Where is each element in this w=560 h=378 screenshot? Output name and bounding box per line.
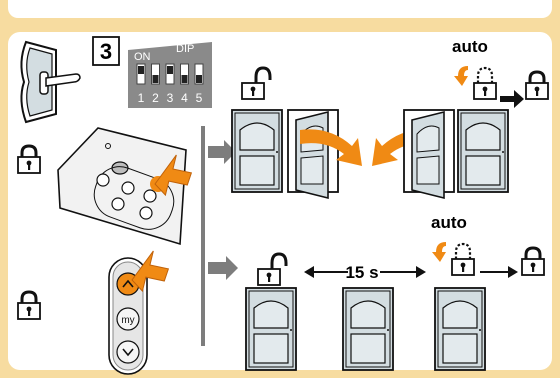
delay-label: 15 s [345,263,378,282]
divider [201,126,205,346]
dip-switch-knob [181,75,188,83]
down-button [116,340,140,364]
my-button [116,307,140,331]
door-icon [231,109,283,193]
rotate-arrow-icon [432,242,446,262]
door-icon [457,109,509,193]
arrow-icon [300,129,362,166]
previous-panel [8,0,552,18]
dip-switch-2 [151,63,160,85]
dip-switch-number: 5 [196,91,203,105]
dip-switch-number: 1 [138,91,145,105]
door-icon [287,109,339,199]
arrow-icon [416,266,426,278]
step-number: 3 [100,39,112,64]
dip-switch-5 [194,63,204,85]
arrow-icon [500,90,524,108]
handheld-remote: my [108,257,148,375]
dip-switch-knob [152,75,159,83]
dip-on-label: ON [134,51,151,63]
door-icon [245,287,297,371]
dip-title: DIP [176,43,194,55]
dip-switch-knob [138,66,144,74]
dip-switch-number: 4 [181,91,188,105]
arrow-icon [208,140,236,164]
dip-switch-number: 3 [167,91,174,105]
handle-icon [20,40,81,124]
door-icon [434,287,486,371]
door-icon [342,287,394,371]
step-number-box [92,36,120,66]
dip-switch-4 [180,63,189,85]
remote-control-icon [57,127,187,246]
dip-switch-number: 2 [152,91,159,105]
door-icon [403,109,455,199]
auto-label-top: auto [452,37,488,56]
svg-text:my: my [121,315,134,326]
arrow-icon [508,266,518,278]
rotate-arrow-icon [454,66,468,86]
auto-label-bottom: auto [431,213,467,232]
dip-switch-knob [167,66,173,74]
arrow-icon [208,256,238,280]
dip-switch-knob [196,75,202,83]
